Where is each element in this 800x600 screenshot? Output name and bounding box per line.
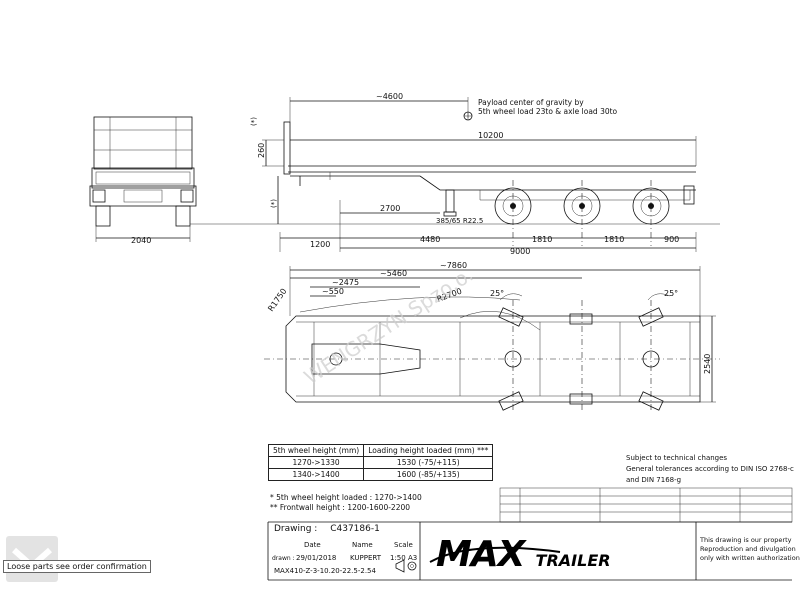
- payload-note-line2: 5th wheel load 23to & axle load 30to: [478, 107, 618, 116]
- dim-4600: ~4600: [376, 92, 403, 101]
- height-table: 5th wheel height (mm) Loading height loa…: [267, 444, 494, 481]
- side-view: ~4600 10200 260 (*) (*) 2700 385/65 R22.…: [190, 92, 720, 256]
- rear-view: 2040: [89, 116, 197, 245]
- footnote-2: ** Frontwall height : 1200-1600-2200: [270, 503, 411, 512]
- title-block: Drawing : C437186-1 Date Name Scale draw…: [272, 522, 418, 580]
- dim-1200: 1200: [310, 240, 330, 249]
- dim-star-side: (*): [270, 199, 278, 208]
- site-logo: [6, 536, 58, 582]
- tolerance-note: Subject to technical changes General tol…: [626, 453, 794, 486]
- tire-size: 385/65 R22.5: [436, 217, 483, 225]
- date-label: Date: [304, 541, 321, 549]
- height-table-cell: 1530 (-75/+115): [363, 456, 494, 469]
- watermark-text: WENGRZYN Spzo.o.: [300, 262, 478, 389]
- tolerance-line3: and DIN 7168-g: [626, 476, 682, 484]
- dim-2475: ~2475: [332, 278, 359, 287]
- dim-rear-width: 2040: [131, 236, 151, 245]
- dim-star-paren-top: (*): [250, 117, 258, 126]
- dim-9000: 9000: [510, 247, 530, 256]
- height-table-header-1: 5th wheel height (mm): [267, 444, 365, 457]
- dim-1810-b: 1810: [604, 235, 624, 244]
- steered-wheels: [498, 307, 664, 411]
- brand-swoosh: [429, 546, 561, 563]
- payload-note: Payload center of gravity by 5th wheel l…: [478, 98, 617, 116]
- drawing-number: C437186-1: [330, 524, 380, 534]
- tolerance-line2: General tolerances according to DIN ISO …: [626, 465, 794, 473]
- drawing-date: 29/01/2018: [296, 554, 337, 562]
- payload-note-line1: Payload center of gravity by: [478, 98, 584, 107]
- tolerance-line1: Subject to technical changes: [626, 454, 728, 462]
- dim-10200: 10200: [478, 131, 503, 140]
- scale-label: Scale: [394, 541, 413, 549]
- dim-2540: 2540: [703, 354, 712, 374]
- projection-symbol-icon: [395, 559, 417, 573]
- property-line2: Reproduction and divulgation: [700, 545, 796, 553]
- height-table-cell: 1340->1400: [267, 468, 365, 481]
- loose-parts-caption: Loose parts see order confirmation: [3, 560, 151, 573]
- drawing-scale: 1:50 A3: [390, 554, 418, 562]
- dim-7860: ~7860: [440, 261, 467, 270]
- brand-trailer: TRAILER: [535, 551, 611, 570]
- dim-4480: 4480: [420, 235, 440, 244]
- footnotes: * 5th wheel height loaded : 1270->1400 *…: [270, 493, 422, 513]
- drawing-label: Drawing :: [274, 524, 318, 534]
- property-line3: only with written authorization: [700, 554, 800, 562]
- brand-logo: MAX TRAILER: [436, 534, 611, 575]
- height-table-cell: 1600 (-85/+135): [363, 468, 494, 481]
- angle-rear: 25°: [664, 289, 678, 298]
- dim-260: 260: [257, 143, 266, 158]
- drawn-label: drawn :: [272, 555, 295, 562]
- dim-2700: 2700: [380, 204, 400, 213]
- height-table-header-2: Loading height loaded (mm) ***: [363, 444, 494, 457]
- brand-max: MAX: [436, 534, 525, 575]
- footnote-1: * 5th wheel height loaded : 1270->1400: [270, 493, 422, 502]
- property-line1: This drawing is our property: [700, 536, 792, 544]
- title-block-frame: [267, 487, 793, 581]
- property-note: This drawing is our property Reproductio…: [700, 536, 800, 563]
- drawer-name: KUPPERT: [350, 554, 382, 562]
- top-view: ~7860 ~5460 ~2475 ~550 R1750 R2700 25° 2…: [264, 261, 720, 411]
- dim-r1750: R1750: [266, 287, 288, 313]
- dim-550: ~550: [322, 287, 344, 296]
- dim-5460: ~5460: [380, 269, 407, 278]
- name-label: Name: [352, 541, 373, 549]
- angle-front: 25°: [490, 289, 504, 298]
- model-designation: MAX410-Z-3-10.20-22.5-2.54: [274, 567, 376, 575]
- dim-1810-a: 1810: [532, 235, 552, 244]
- dim-900: 900: [664, 235, 679, 244]
- height-table-cell: 1270->1330: [267, 456, 365, 469]
